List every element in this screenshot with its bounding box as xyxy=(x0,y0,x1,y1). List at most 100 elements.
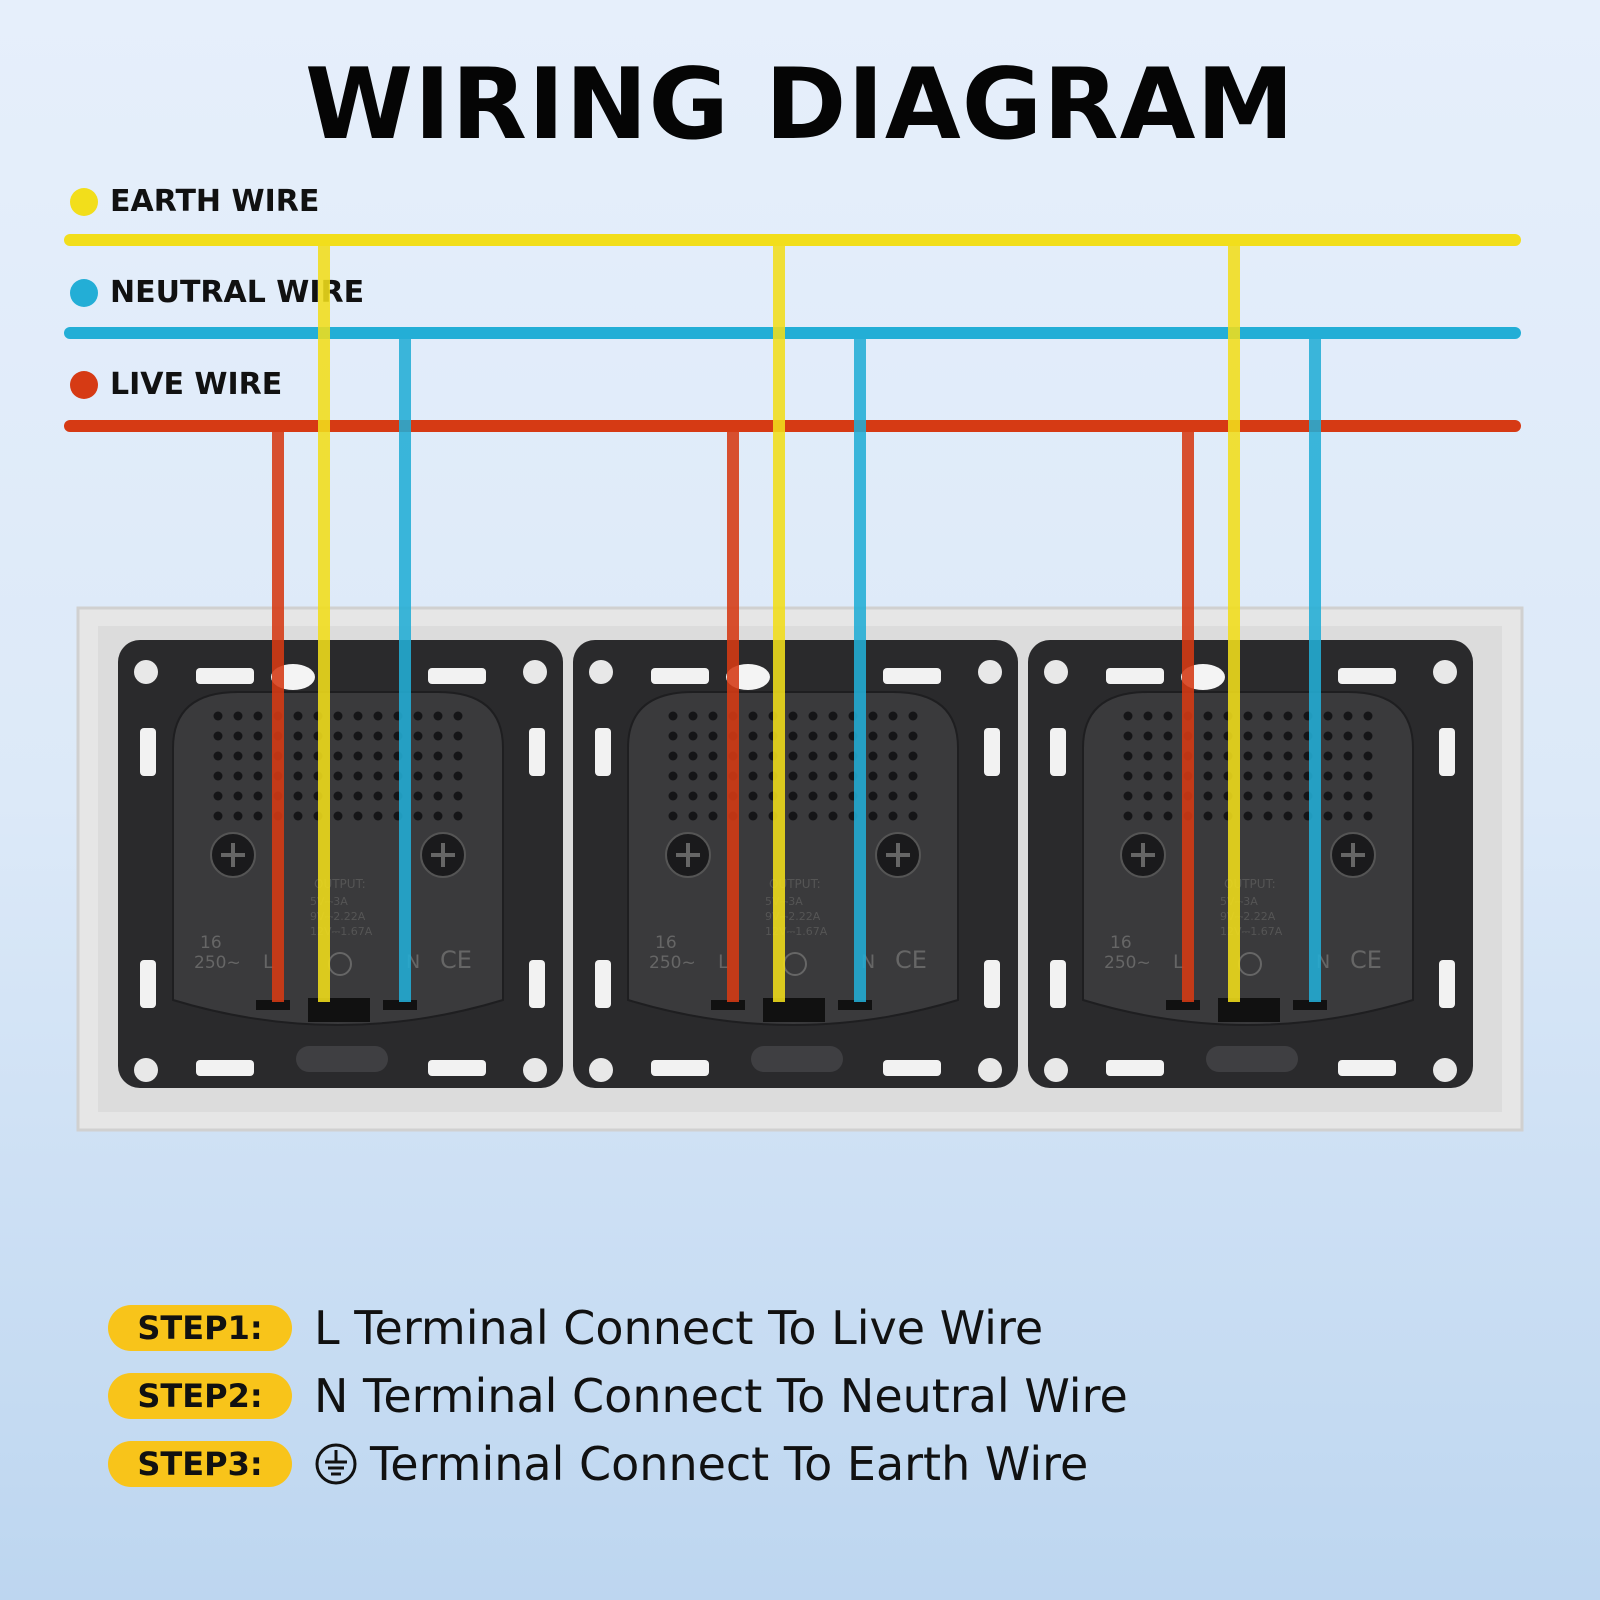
vent-dot xyxy=(353,791,363,801)
vent-dot xyxy=(1323,771,1333,781)
vent-dot xyxy=(668,731,678,741)
vent-dot xyxy=(1283,791,1293,801)
page-title: WIRING DIAGRAM xyxy=(305,48,1295,162)
vent-dot xyxy=(868,751,878,761)
vent-dot xyxy=(1363,771,1373,781)
vent-dot xyxy=(293,731,303,741)
vent-dot xyxy=(253,731,263,741)
mounting-hole xyxy=(1044,1058,1068,1082)
terminal-l-label: L xyxy=(718,951,729,973)
vent-dot xyxy=(1143,771,1153,781)
mounting-hole xyxy=(589,1058,613,1082)
terminal-n xyxy=(383,1000,417,1010)
vent-dot xyxy=(233,711,243,721)
vent-dot xyxy=(1163,711,1173,721)
vent-dot xyxy=(828,731,838,741)
vent-dot xyxy=(1283,751,1293,761)
vent-dot xyxy=(808,751,818,761)
step-3-badge: STEP3: xyxy=(108,1441,292,1487)
steps-list: STEP1: L Terminal Connect To Live Wire S… xyxy=(108,1301,1128,1508)
vent-dot xyxy=(808,771,818,781)
vent-dot xyxy=(213,731,223,741)
vent-dot xyxy=(1363,731,1373,741)
vent-dot xyxy=(788,791,798,801)
vent-dot xyxy=(333,811,343,821)
vent-dot xyxy=(708,771,718,781)
vent-dot xyxy=(413,711,423,721)
frame-slot xyxy=(1338,1060,1396,1076)
frame-slot xyxy=(651,668,709,684)
frame-slot xyxy=(529,728,545,776)
vent-dot xyxy=(353,731,363,741)
step-3-text: Terminal Connect To Earth Wire xyxy=(370,1437,1089,1491)
vent-dot xyxy=(253,791,263,801)
vent-dot xyxy=(353,751,363,761)
terminal-earth xyxy=(1218,998,1280,1022)
vent-dot xyxy=(828,751,838,761)
vent-dot xyxy=(1263,791,1273,801)
frame-slot xyxy=(428,1060,486,1076)
rating-top: 16 xyxy=(1110,933,1132,953)
vent-dot xyxy=(1343,731,1353,741)
vent-dot xyxy=(253,711,263,721)
terminal-earth xyxy=(763,998,825,1022)
vent-dot xyxy=(413,771,423,781)
rating-bottom: 250~ xyxy=(649,953,696,973)
vent-dot xyxy=(708,731,718,741)
vent-dot xyxy=(1243,771,1253,781)
vent-dot xyxy=(788,711,798,721)
frame-slot xyxy=(651,1060,709,1076)
terminal-n xyxy=(838,1000,872,1010)
mounting-hole xyxy=(978,660,1002,684)
vent-dot xyxy=(413,791,423,801)
vent-dot xyxy=(868,811,878,821)
vent-dot xyxy=(1163,811,1173,821)
vent-dot xyxy=(1363,711,1373,721)
vent-dot xyxy=(808,731,818,741)
frame-slot xyxy=(428,668,486,684)
step-2-text: N Terminal Connect To Neutral Wire xyxy=(314,1369,1128,1423)
vent-dot xyxy=(1143,811,1153,821)
vent-dot xyxy=(333,751,343,761)
vent-dot xyxy=(1343,771,1353,781)
vent-dot xyxy=(253,771,263,781)
mounting-hole xyxy=(523,1058,547,1082)
terminal-l-label: L xyxy=(263,951,274,973)
frame-slot xyxy=(595,728,611,776)
frame-slot xyxy=(984,728,1000,776)
vent-dot xyxy=(453,711,463,721)
frame-slot xyxy=(984,960,1000,1008)
vent-dot xyxy=(868,731,878,741)
frame-slot xyxy=(883,1060,941,1076)
frame-slot xyxy=(1106,1060,1164,1076)
vent-dot xyxy=(1203,711,1213,721)
vent-dot xyxy=(373,771,383,781)
vent-dot xyxy=(453,731,463,741)
terminal-l xyxy=(1166,1000,1200,1010)
vent-dot xyxy=(233,751,243,761)
frame-slot xyxy=(529,960,545,1008)
vent-dot xyxy=(333,731,343,741)
vent-dot xyxy=(748,811,758,821)
vent-dot xyxy=(1243,711,1253,721)
mounting-hole xyxy=(1044,660,1068,684)
vent-dot xyxy=(688,771,698,781)
mounting-hole xyxy=(523,660,547,684)
bottom-slot xyxy=(1206,1046,1298,1072)
step-3: STEP3: Terminal Connect To Earth Wire xyxy=(108,1437,1128,1491)
vent-dot xyxy=(688,791,698,801)
vent-dot xyxy=(888,711,898,721)
vent-dot xyxy=(748,711,758,721)
vent-dot xyxy=(213,711,223,721)
vent-dot xyxy=(908,791,918,801)
vent-dot xyxy=(788,731,798,741)
frame-slot xyxy=(140,728,156,776)
vent-dot xyxy=(233,771,243,781)
legend-earth-label: EARTH WIRE xyxy=(110,184,320,219)
vent-dot xyxy=(1263,811,1273,821)
vent-dot xyxy=(333,791,343,801)
vent-dot xyxy=(668,811,678,821)
